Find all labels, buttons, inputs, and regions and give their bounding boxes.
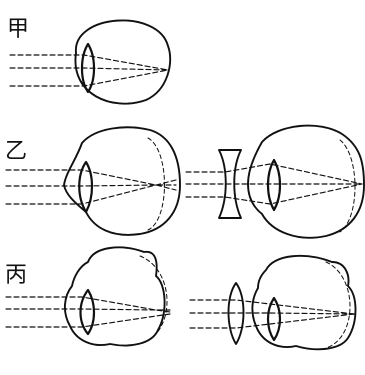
corrected-eye-retina-arc bbox=[339, 139, 356, 233]
corrected-hyperopic-retina-arc bbox=[325, 261, 351, 349]
myopic-eye-lens bbox=[78, 160, 94, 214]
corrected-myopic-eye-globe bbox=[247, 124, 365, 239]
convex-lens-outline bbox=[227, 282, 245, 345]
hyperopic-eye bbox=[5, 246, 171, 347]
myopic-eye-rays bbox=[5, 169, 177, 205]
hyperopic-eye-lens bbox=[79, 288, 96, 336]
corrected-hyperopic-eye-lens bbox=[266, 296, 282, 342]
normal-eye-rays bbox=[9, 54, 169, 87]
label-hyperopia: 丙 bbox=[5, 263, 27, 288]
myopic-eye-normal-retina bbox=[147, 137, 165, 231]
row-normal-eye: 甲 bbox=[7, 17, 172, 105]
concave-lens bbox=[218, 149, 242, 219]
hyperopic-eye-normal-retina bbox=[139, 255, 168, 345]
normal-eye bbox=[9, 19, 172, 105]
myopic-eye-globe bbox=[63, 126, 181, 236]
corrected-myopic-eye bbox=[185, 124, 365, 239]
normal-eye-lens bbox=[80, 42, 96, 94]
corrected-hyperopic-eye-globe bbox=[251, 255, 357, 351]
label-normal: 甲 bbox=[7, 17, 29, 42]
hyperopic-eye-globe bbox=[64, 246, 166, 347]
label-myopia: 乙 bbox=[5, 139, 27, 164]
corrected-myopic-eye-lens bbox=[266, 158, 282, 212]
myopic-eye bbox=[5, 126, 181, 236]
normal-eye-globe bbox=[74, 19, 172, 105]
concave-lens-outline bbox=[218, 149, 242, 219]
convex-lens bbox=[227, 282, 245, 345]
row-myopic-eye: 乙 bbox=[5, 124, 365, 239]
corrected-hyperopic-eye bbox=[189, 255, 357, 351]
hyperopic-eye-rays bbox=[5, 296, 171, 328]
row-hyperopic-eye: 丙 bbox=[5, 246, 357, 351]
corrected-hyperopic-eye-rays bbox=[189, 299, 355, 329]
corrected-myopic-eye-rays bbox=[185, 163, 363, 205]
